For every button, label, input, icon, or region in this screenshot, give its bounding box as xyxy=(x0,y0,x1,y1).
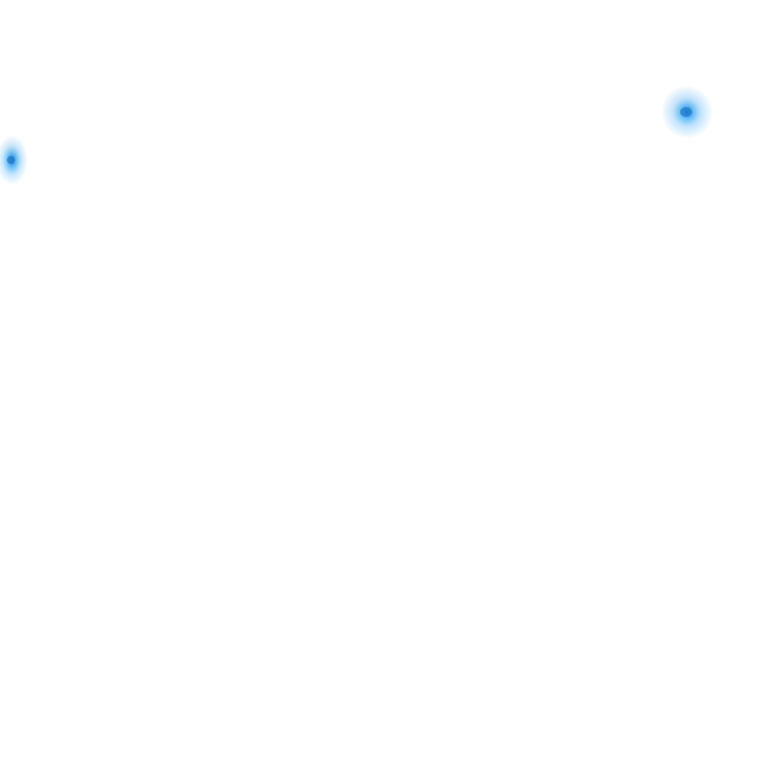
blue-blob-right xyxy=(652,77,722,147)
blue-blob-left xyxy=(0,125,42,195)
